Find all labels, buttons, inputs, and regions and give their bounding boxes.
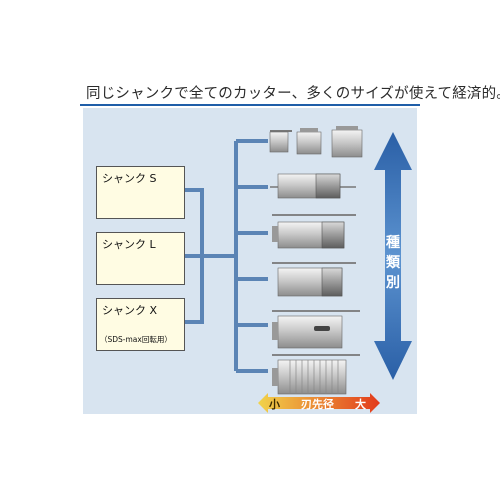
connector-lines: [184, 139, 268, 373]
shank-l-label: シャンク L: [102, 238, 156, 251]
size-title-label: 刃先径: [301, 398, 334, 411]
cutter-row-3: [272, 214, 356, 249]
headline-area: 同じシャンクで全てのカッター、多くのサイズが使えて経済的。: [0, 76, 500, 116]
cutter-row-5: [272, 310, 360, 349]
shank-s-box: シャンク S: [96, 166, 185, 219]
type-label-char-1: 種: [386, 235, 400, 251]
size-arrow-shape: [258, 393, 380, 413]
type-label-char-3: 別: [386, 275, 400, 291]
shank-x-box: シャンク X （SDS-max回転用）: [96, 298, 185, 351]
cutter-row-2: [270, 173, 356, 199]
shank-l-box: シャンク L: [96, 232, 185, 285]
cutter-row-4: [272, 262, 356, 297]
shank-x-note: （SDS-max回転用）: [100, 335, 172, 344]
size-small-label: 小: [269, 398, 280, 411]
type-arrow-shape: [374, 132, 412, 380]
shank-x-label: シャンク X: [102, 304, 158, 317]
headline-underline: [80, 104, 420, 106]
headline-text: 同じシャンクで全てのカッター、多くのサイズが使えて経済的。: [86, 86, 500, 102]
size-arrow-labels: 小 刃先径 大: [265, 393, 380, 413]
cutter-row-1: [269, 126, 363, 158]
shank-s-label: シャンク S: [102, 172, 157, 185]
type-label-char-2: 類: [386, 255, 400, 271]
cutter-row-6: [272, 354, 360, 395]
size-large-label: 大: [355, 398, 366, 411]
